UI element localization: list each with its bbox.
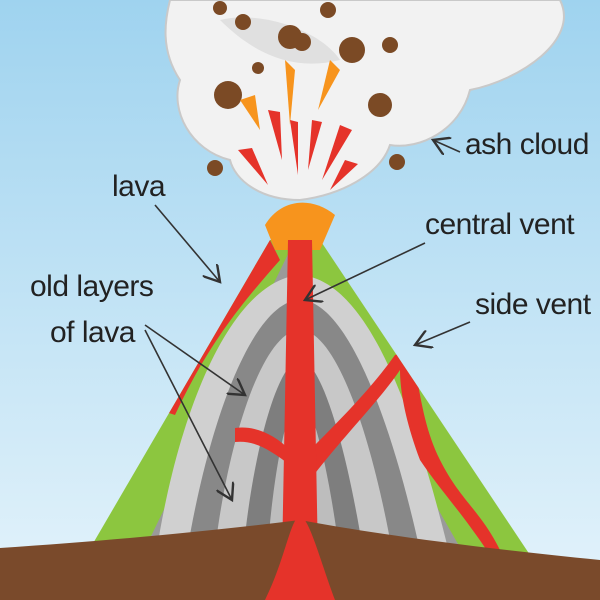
lava-arrow (154, 204, 220, 282)
label-arrows (144, 140, 471, 500)
label-old-layers-line1: old layers (30, 270, 154, 303)
old-layers-arrow-2 (144, 329, 232, 500)
label-side-vent: side vent (475, 288, 591, 321)
side-vent-arrow (415, 321, 471, 345)
label-central-vent: central vent (425, 208, 575, 241)
label-old-layers-line2: of lava (50, 316, 135, 349)
ash-cloud (164, 0, 565, 202)
volcano-cone (60, 202, 560, 600)
label-ash-cloud: ash cloud (465, 128, 589, 161)
label-lava: lava (112, 170, 166, 203)
ash-cloud-arrow (433, 140, 461, 152)
central-vent-arrow (305, 242, 426, 300)
magma-chamber (265, 515, 335, 600)
old-layers-arrow-1 (144, 324, 245, 395)
